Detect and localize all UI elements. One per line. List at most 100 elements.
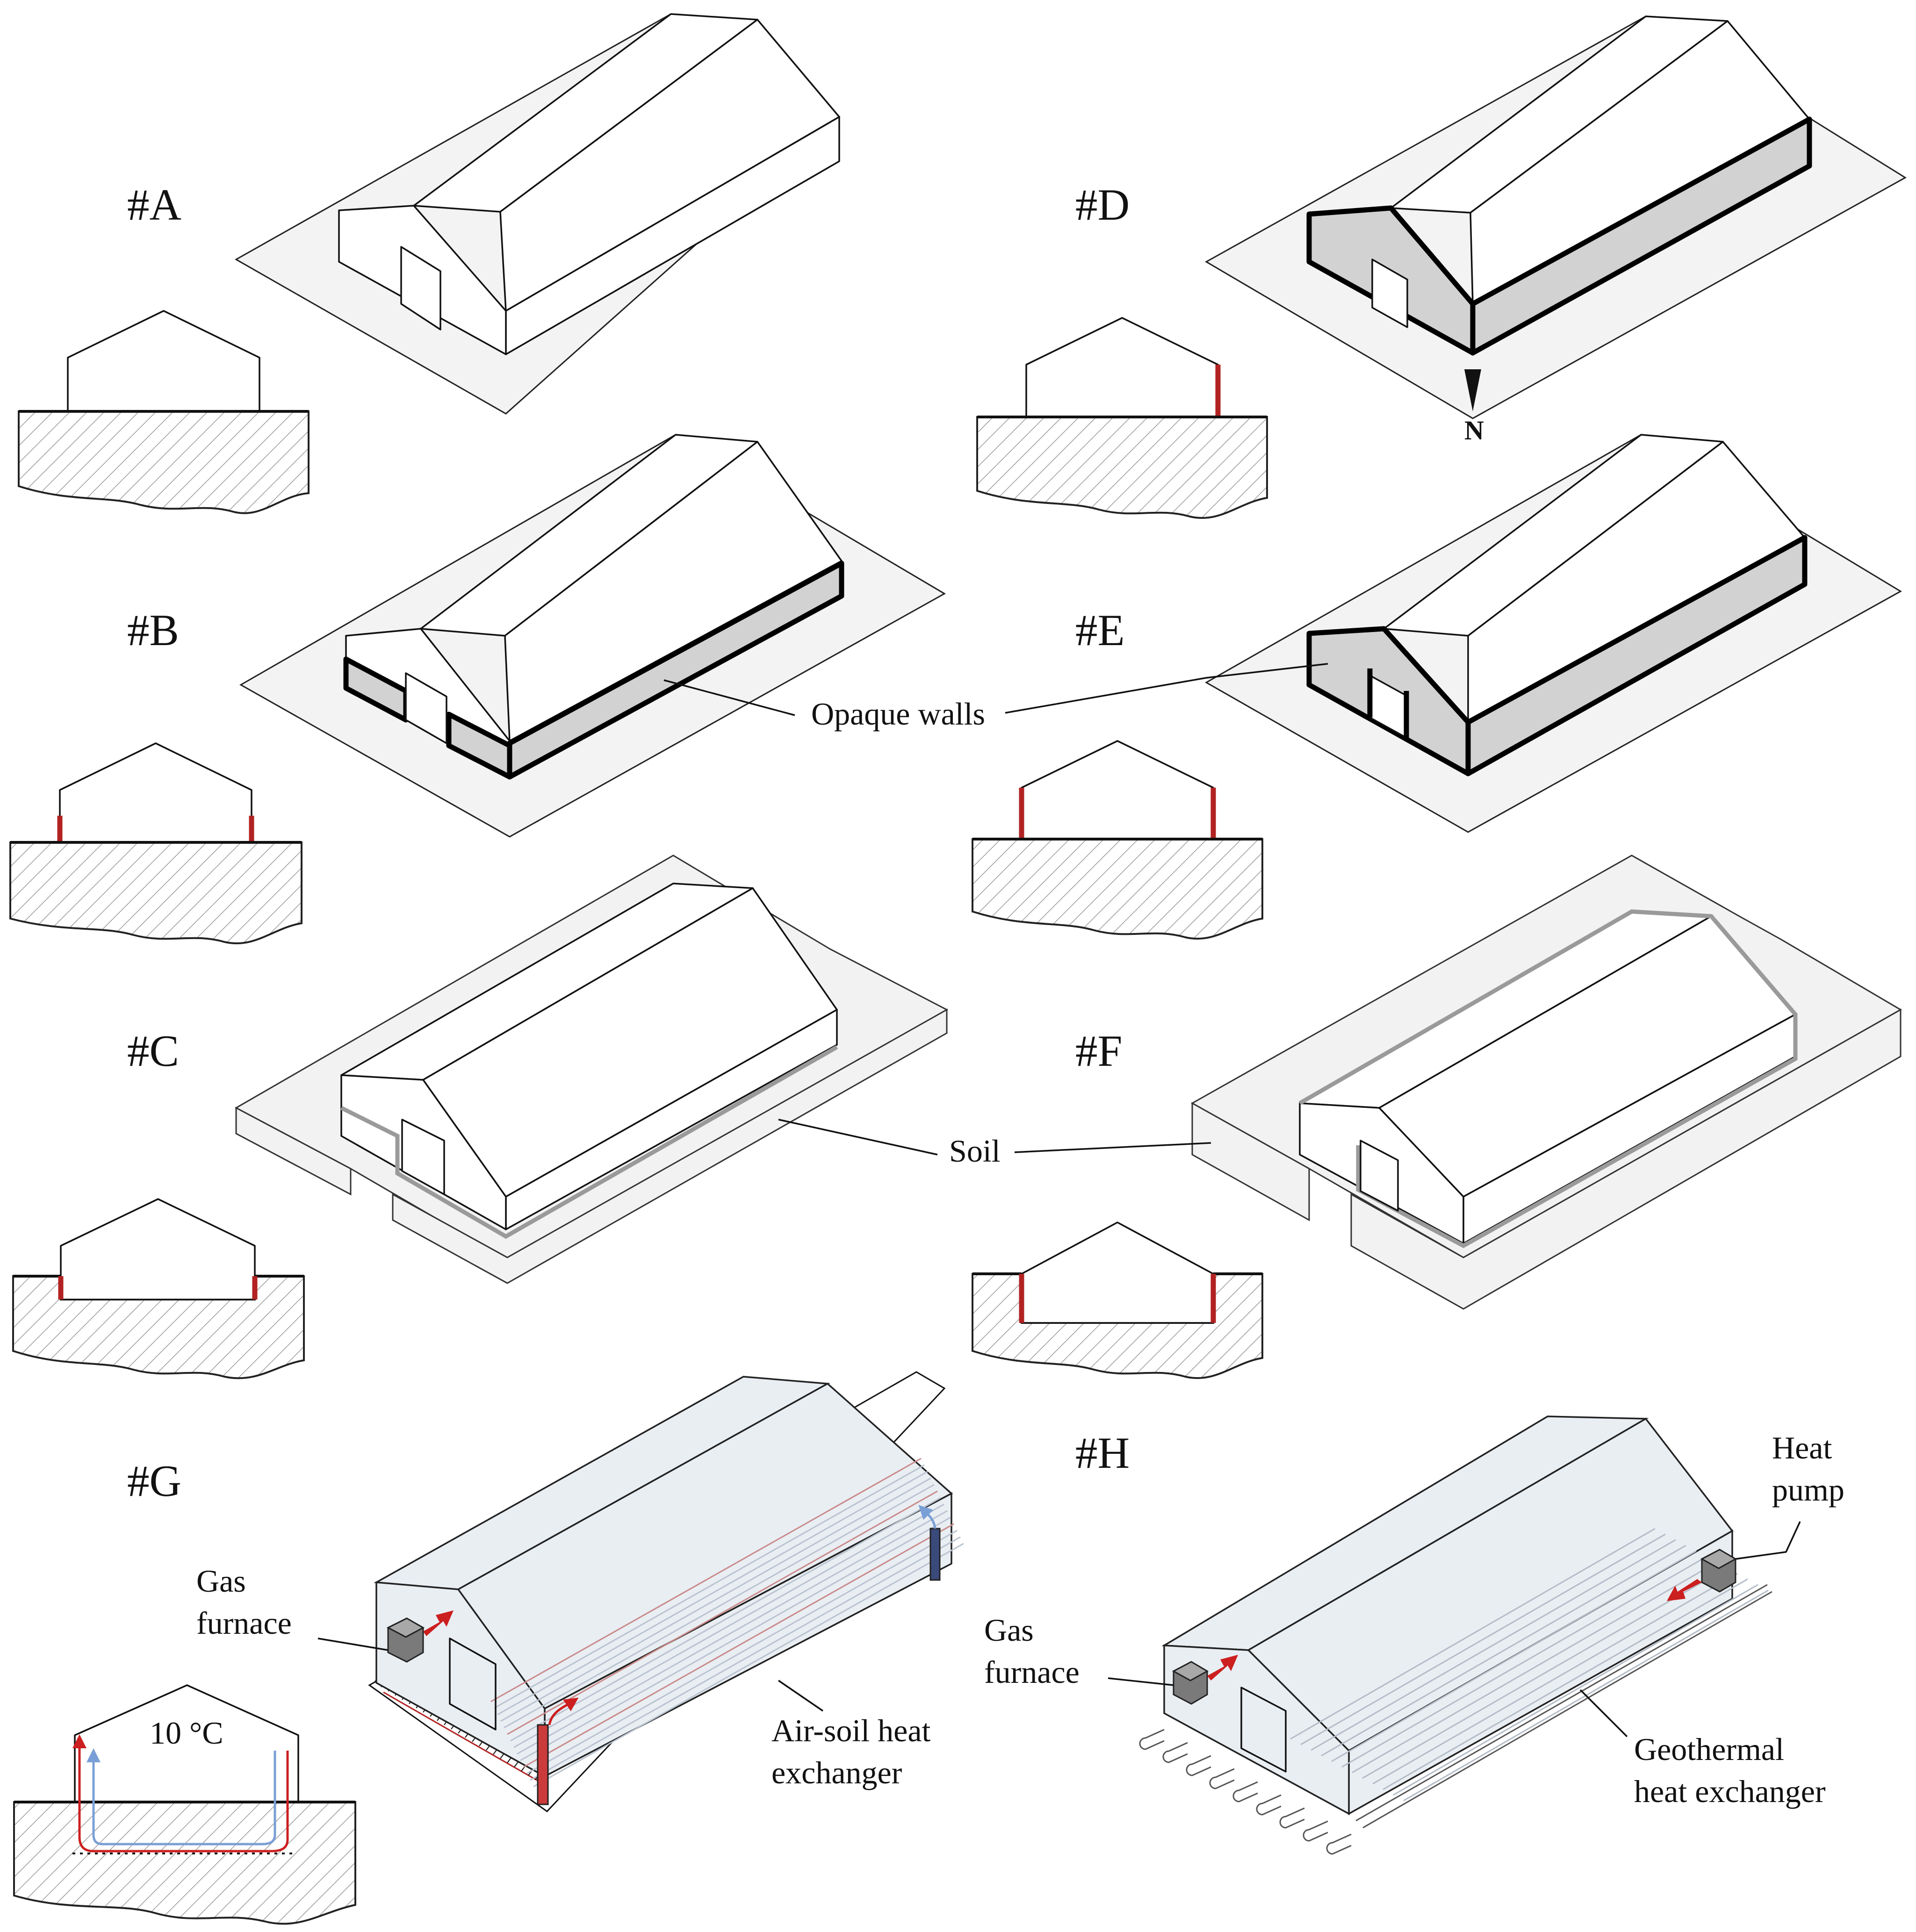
section-greenhouse bbox=[60, 1198, 256, 1300]
panel-c: #C Soil bbox=[12, 855, 1001, 1379]
soil-section bbox=[976, 416, 1268, 519]
soil-section bbox=[972, 1273, 1263, 1379]
serpentine-row bbox=[1290, 1528, 1656, 1740]
serpentine-row bbox=[1372, 1573, 1738, 1785]
serpentine-row bbox=[1383, 1578, 1748, 1790]
heat-pump-arrow bbox=[1667, 1579, 1702, 1601]
panel-label-h: #H bbox=[1075, 1428, 1130, 1478]
soil-box-left-face bbox=[1191, 1102, 1310, 1221]
exchanger-row bbox=[533, 1543, 964, 1788]
door bbox=[1371, 259, 1408, 328]
geothermal-loop bbox=[1139, 1729, 1165, 1750]
north-label: N bbox=[1464, 415, 1484, 445]
panel-h: #H Gas furnace Heat pump Geothermal heat… bbox=[984, 1415, 1844, 1855]
geothermal-label-2: heat exchanger bbox=[1634, 1774, 1826, 1809]
gas-furnace-label-g-1: Gas bbox=[196, 1563, 246, 1599]
serpentine-row bbox=[1352, 1561, 1717, 1774]
exchanger-row bbox=[507, 1490, 938, 1735]
panel-label-a: #A bbox=[127, 180, 181, 230]
geothermal-loop bbox=[1256, 1794, 1282, 1816]
section-greenhouse bbox=[1021, 740, 1214, 840]
geothermal-label-1: Geothermal bbox=[1634, 1731, 1784, 1767]
geothermal-loops bbox=[1139, 1584, 1772, 1855]
exchanger-row bbox=[526, 1530, 958, 1774]
serpentine-row bbox=[1393, 1584, 1758, 1796]
panel-e: #E bbox=[972, 434, 1902, 940]
furnace-arrow bbox=[1207, 1655, 1238, 1681]
serpentine-row bbox=[1362, 1567, 1728, 1779]
geothermal-serpentine bbox=[1290, 1528, 1769, 1802]
panel-label-f: #F bbox=[1075, 1026, 1122, 1076]
exchanger-row bbox=[530, 1536, 961, 1781]
exchanger-rows bbox=[490, 1458, 964, 1788]
inlet-pipe bbox=[537, 1724, 549, 1805]
panel-a: #A bbox=[18, 13, 841, 514]
gas-furnace-label-g-2: furnace bbox=[196, 1605, 292, 1641]
temperature-label: 10 °C bbox=[150, 1715, 223, 1751]
air-soil-label-2: exchanger bbox=[771, 1755, 902, 1790]
geothermal-loop bbox=[1162, 1742, 1188, 1763]
section-greenhouse bbox=[67, 310, 260, 412]
soil-annotation: Soil bbox=[949, 1133, 1001, 1169]
opaque-walls-annotation: Opaque walls bbox=[811, 696, 985, 732]
heat-pump-label-2: pump bbox=[1772, 1472, 1844, 1508]
gas-furnace-label-h-2: furnace bbox=[984, 1654, 1080, 1690]
geothermal-loop bbox=[1326, 1833, 1352, 1855]
door bbox=[449, 1638, 497, 1731]
door bbox=[400, 246, 441, 330]
panel-f: #F bbox=[972, 855, 1902, 1379]
panel-label-c: #C bbox=[127, 1026, 179, 1076]
panel-label-d: #D bbox=[1075, 180, 1130, 230]
section-greenhouse bbox=[59, 742, 252, 843]
door bbox=[405, 672, 447, 744]
soil-box-left-face bbox=[235, 1106, 352, 1196]
geothermal-loop bbox=[1279, 1807, 1305, 1829]
buried-wall-line bbox=[340, 1045, 838, 1239]
panel-d: #D N bbox=[976, 15, 1907, 519]
soil-section bbox=[13, 1801, 356, 1925]
door bbox=[1360, 1140, 1399, 1212]
opaque-wall-gable-right bbox=[446, 711, 512, 780]
geothermal-loop bbox=[1232, 1781, 1258, 1803]
exchanger-row bbox=[523, 1523, 954, 1768]
panel-label-b: #B bbox=[127, 605, 179, 655]
exchanger-row bbox=[497, 1471, 928, 1716]
soil-box-front-face bbox=[392, 1008, 948, 1284]
serpentine-row bbox=[1300, 1533, 1666, 1745]
soil-section bbox=[12, 1275, 305, 1379]
exchanger-row bbox=[504, 1484, 935, 1729]
soil-box-front-face bbox=[1350, 1008, 1902, 1310]
panel-label-e: #E bbox=[1075, 605, 1125, 655]
section-greenhouse bbox=[1021, 1221, 1214, 1324]
panel-g: #G Gas furnace Air-soil heat exchanger bbox=[13, 1371, 964, 1925]
exchanger-row bbox=[510, 1497, 941, 1742]
door bbox=[401, 1119, 445, 1195]
heat-pump-label-1: Heat bbox=[1772, 1430, 1832, 1465]
gas-furnace-label-h-1: Gas bbox=[984, 1612, 1034, 1648]
panel-b: #B Opaque walls bbox=[9, 434, 985, 945]
serpentine-row bbox=[1331, 1550, 1697, 1762]
exchanger-row bbox=[517, 1510, 948, 1755]
north-arrow bbox=[1464, 369, 1481, 411]
panel-label-g: #G bbox=[127, 1456, 181, 1506]
serpentine-row bbox=[1321, 1544, 1686, 1757]
serpentine-row bbox=[1341, 1556, 1707, 1768]
furnace-arrow bbox=[423, 1610, 454, 1636]
section-greenhouse bbox=[74, 1684, 299, 1803]
geothermal-loop bbox=[1209, 1768, 1235, 1789]
geothermal-loop bbox=[1303, 1820, 1328, 1842]
geothermal-loop bbox=[1186, 1755, 1211, 1776]
serpentine-row bbox=[1311, 1539, 1676, 1751]
soil-section bbox=[9, 841, 303, 945]
soil-section bbox=[18, 410, 310, 514]
soil-section bbox=[972, 838, 1263, 940]
exchanger-row bbox=[490, 1458, 922, 1702]
door bbox=[1240, 1687, 1287, 1773]
exchanger-row bbox=[520, 1516, 951, 1761]
exchanger-row bbox=[513, 1503, 944, 1748]
exchanger-row bbox=[500, 1477, 931, 1722]
section-greenhouse bbox=[1025, 317, 1219, 418]
air-soil-label-1: Air-soil heat bbox=[771, 1713, 931, 1748]
exchanger-row bbox=[494, 1464, 925, 1709]
